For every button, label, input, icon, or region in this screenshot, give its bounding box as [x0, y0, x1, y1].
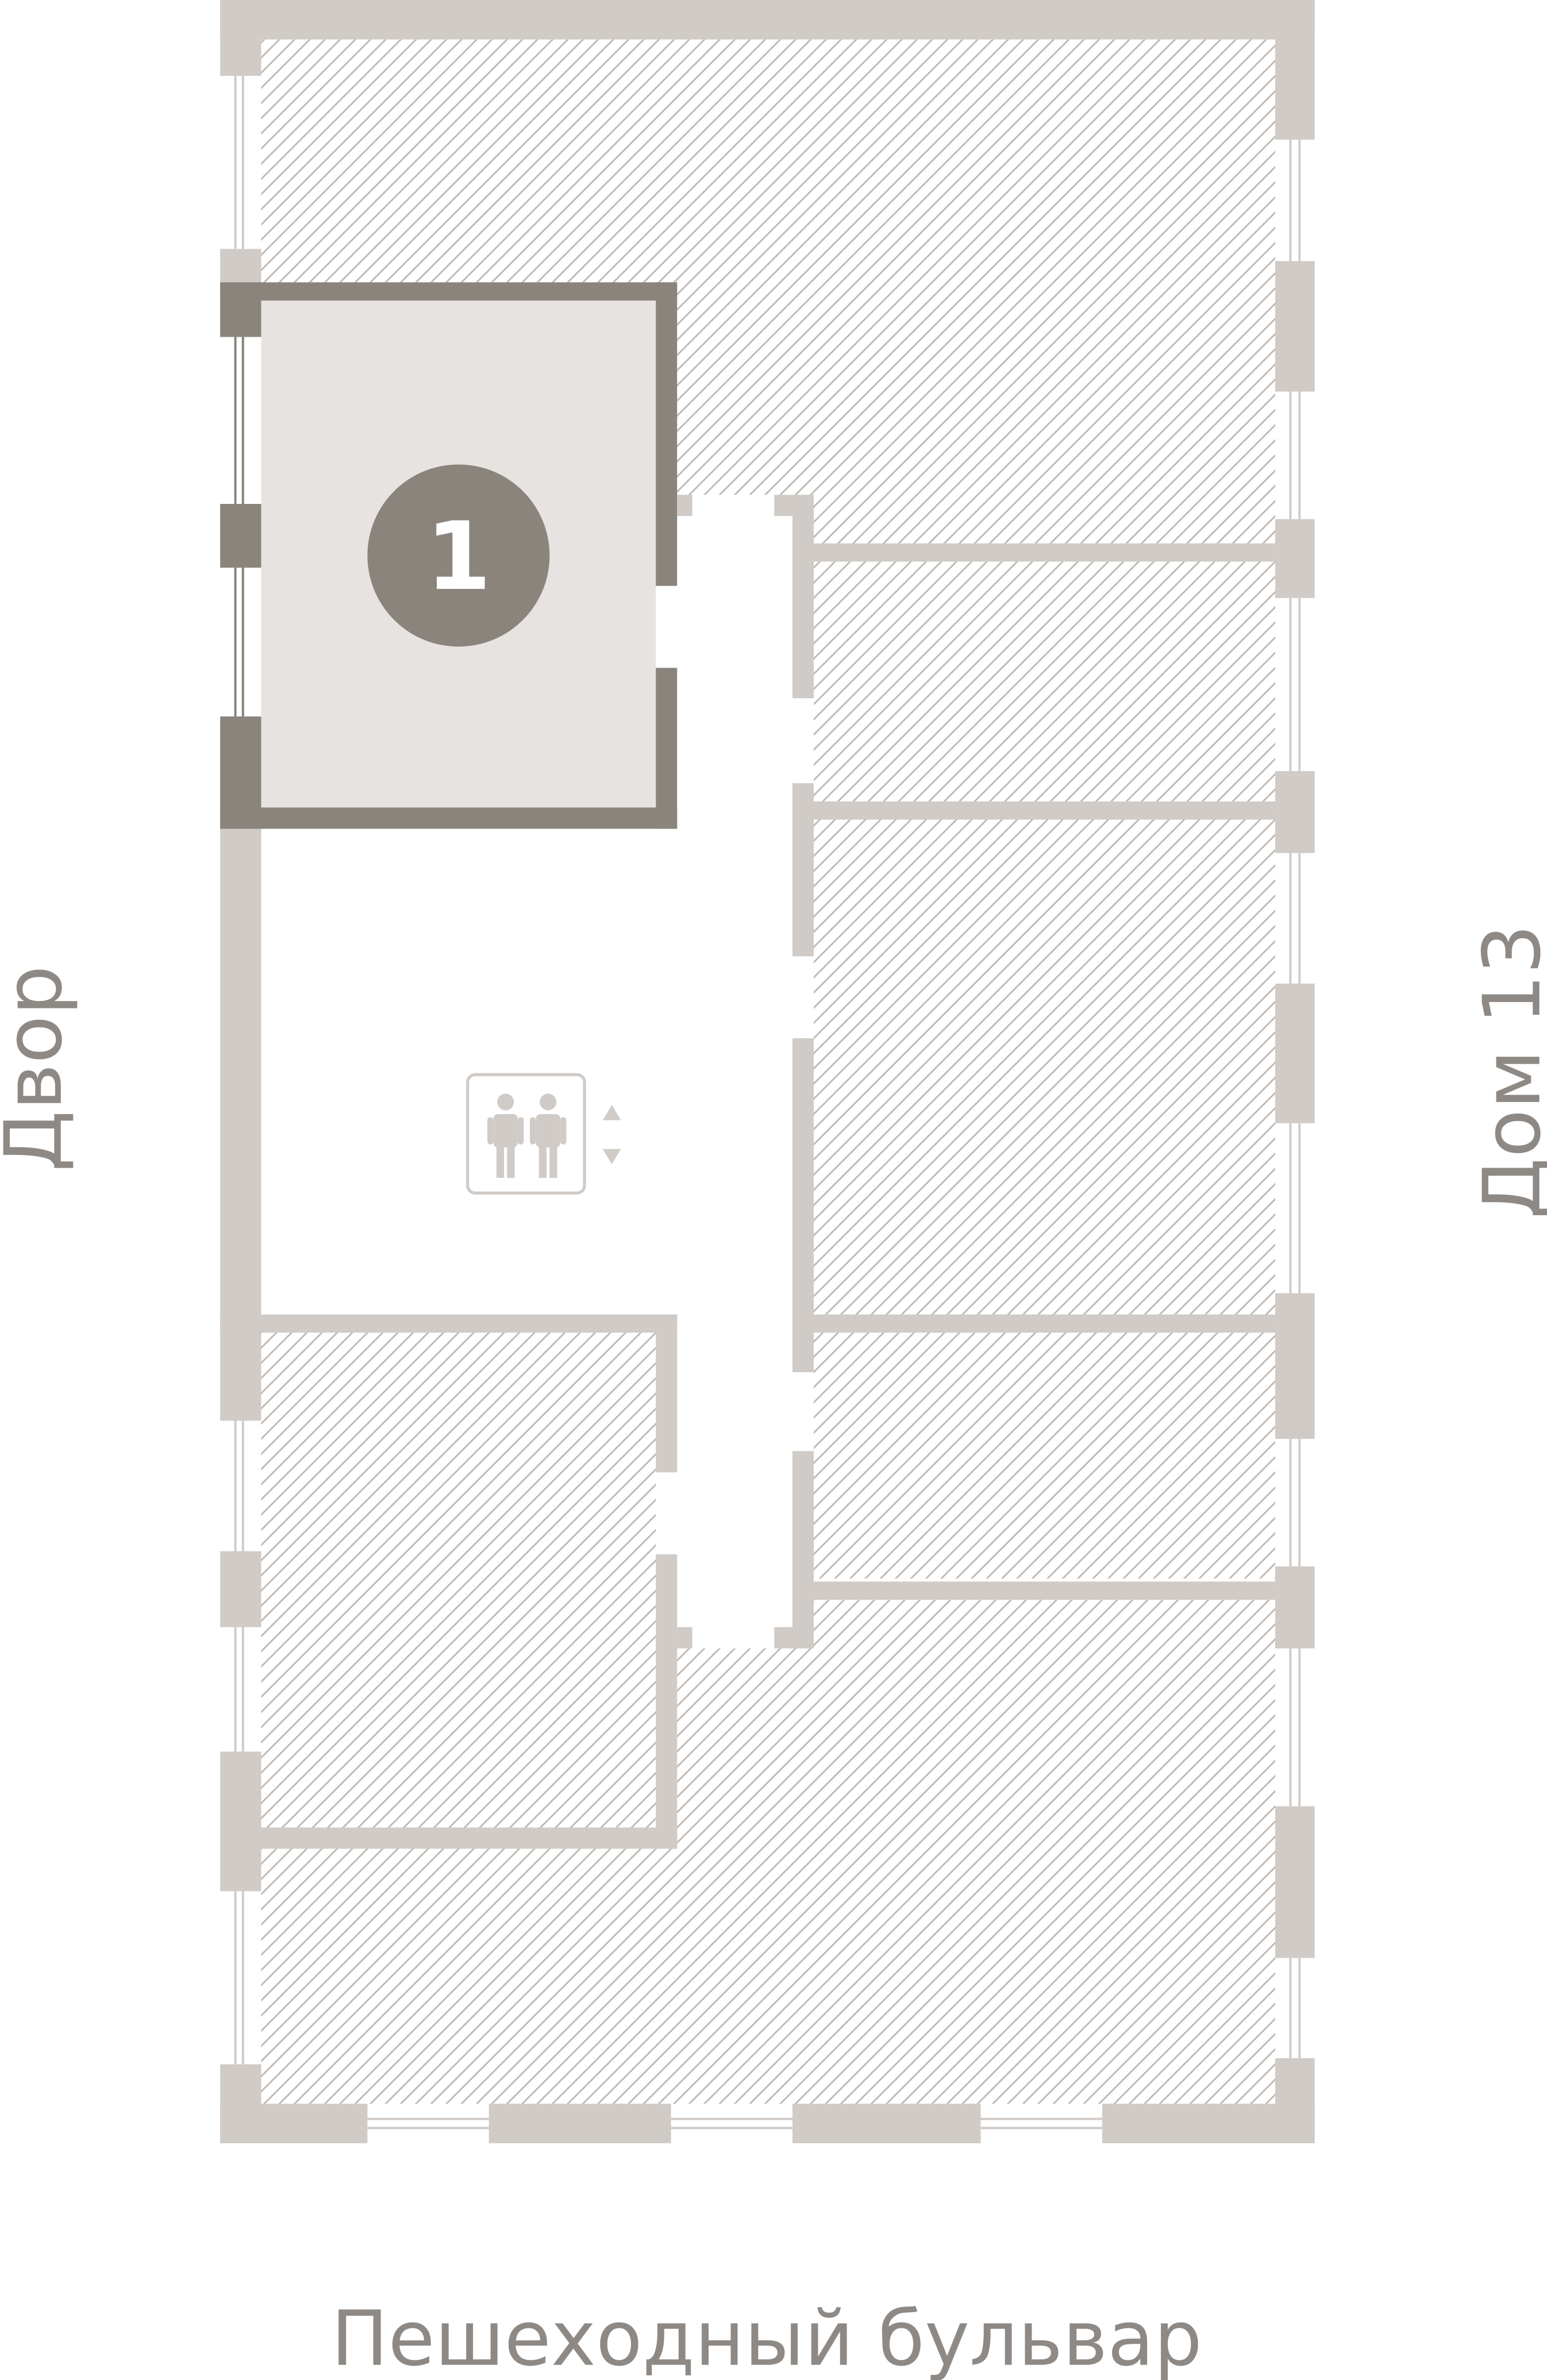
unit-right-3-hatched[interactable]	[814, 1333, 1276, 1579]
unit-1-window-lines	[234, 337, 244, 717]
unit-bottom-hatched[interactable]	[261, 1600, 1276, 2104]
arrow-down-icon	[602, 1149, 621, 1165]
unit-top-hatched[interactable]	[261, 39, 1276, 544]
unit-left-bottom-hatched[interactable]	[261, 1333, 656, 1828]
unit-right-2-hatched[interactable]	[814, 819, 1276, 1315]
label-right-house: Дом 13	[1467, 924, 1547, 1219]
label-bottom-boulevard: Пешеходный бульвар	[331, 2295, 1202, 2380]
unit-right-1-hatched[interactable]	[814, 561, 1276, 802]
walls	[220, 0, 1315, 2143]
unit-1-selected[interactable]: 1	[220, 282, 678, 829]
elevator-icon	[466, 1073, 586, 1195]
unavailable-units	[261, 39, 1276, 2104]
unit-number: 1	[426, 502, 491, 611]
unit-1-walls	[220, 282, 678, 829]
arrow-up-icon	[602, 1105, 621, 1120]
label-left-courtyard: Двор	[0, 965, 80, 1172]
unit-number-badge[interactable]	[367, 464, 550, 647]
